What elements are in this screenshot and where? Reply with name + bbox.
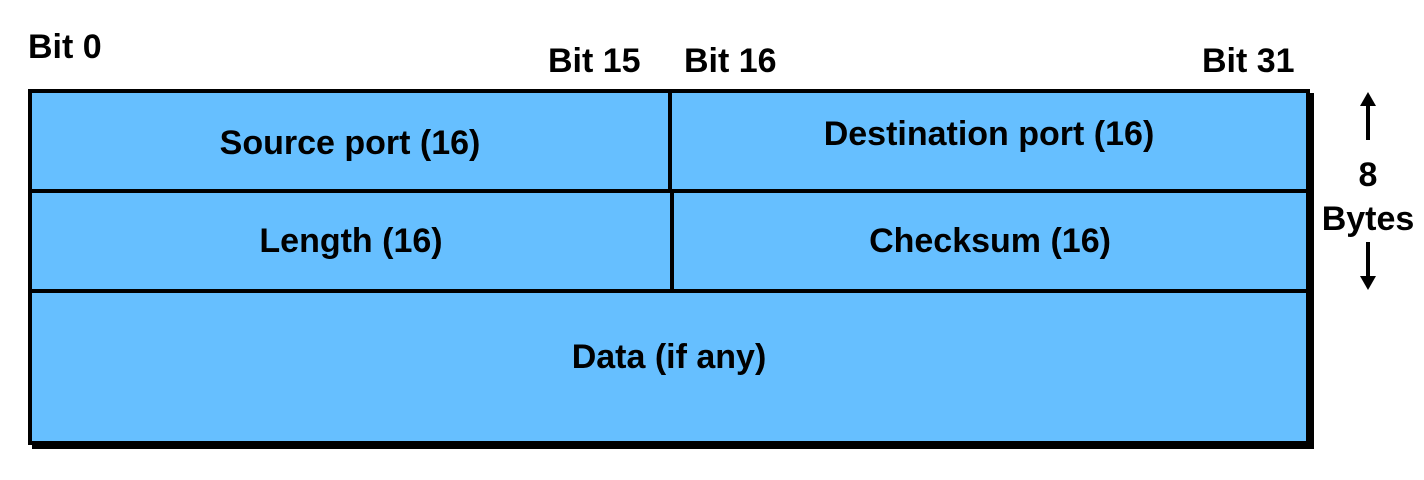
- header-size-number: 8: [1358, 156, 1378, 194]
- bit-31-label: Bit 31: [1202, 42, 1295, 80]
- header-size-indicator: 8 Bytes: [1318, 92, 1418, 292]
- length-field: Length (16): [259, 221, 443, 260]
- column-divider-2: [670, 193, 674, 289]
- bit-16-label: Bit 16: [684, 42, 777, 80]
- row-divider-1: [32, 189, 1306, 193]
- row-divider-2: [32, 289, 1306, 293]
- bit-0-label: Bit 0: [28, 28, 102, 66]
- data-field: Data (if any): [571, 337, 767, 376]
- bit-15-label: Bit 15: [548, 42, 641, 80]
- destination-port-field: Destination port (16): [823, 114, 1155, 153]
- header-size-unit: Bytes: [1321, 200, 1415, 238]
- checksum-field: Checksum (16): [869, 221, 1111, 260]
- arrow-down-icon: [1360, 242, 1376, 290]
- udp-header-diagram: Source port (16) Destination port (16) L…: [28, 89, 1310, 445]
- source-port-field: Source port (16): [219, 123, 481, 162]
- column-divider-1: [668, 93, 672, 189]
- arrow-up-icon: [1360, 92, 1376, 140]
